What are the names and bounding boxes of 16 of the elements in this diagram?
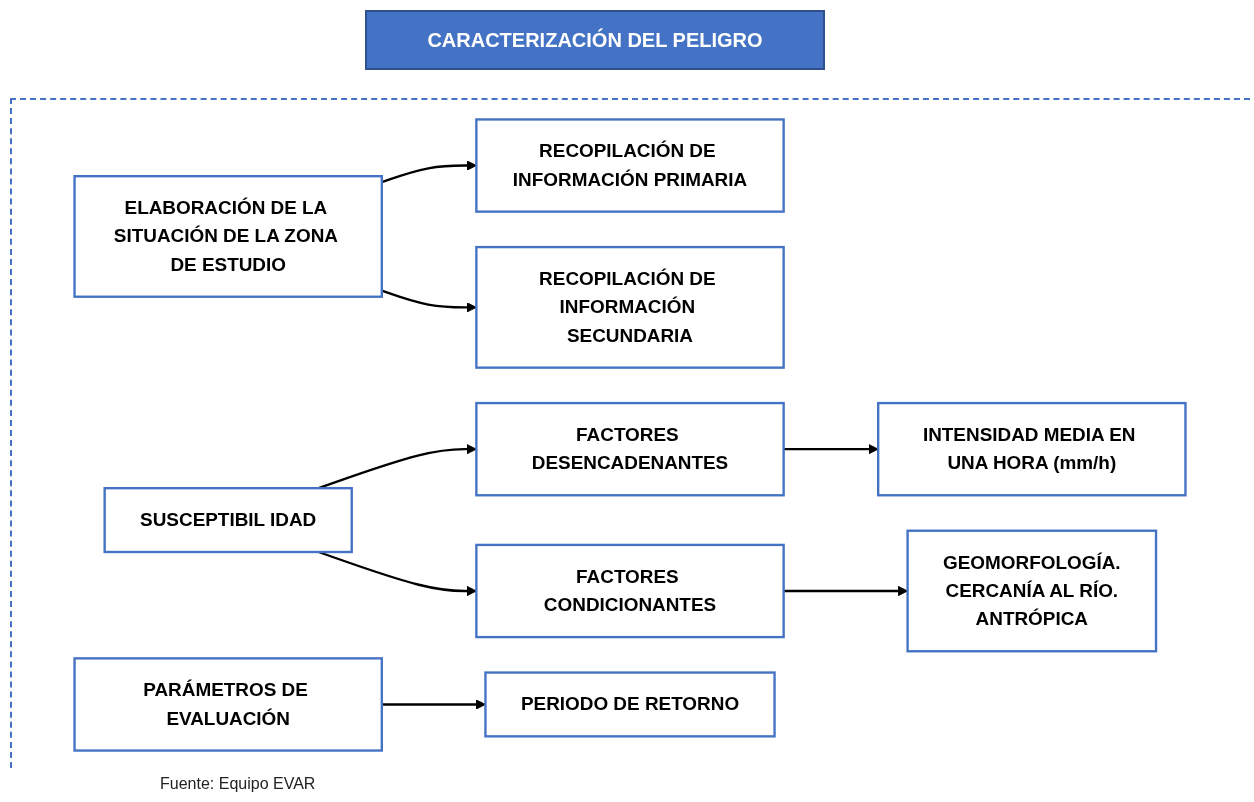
caption: Fuente: Equipo EVAR [160,775,316,793]
arrow [783,444,879,455]
node-box: ELABORACIÓN DE LA SITUACIÓN DE LA ZONA DE ESTUDIO [73,175,383,298]
node-box: PARÁMETROS DE EVALUACIÓN [73,657,383,752]
node-box: FACTORES CONDICIONANTES [475,543,785,639]
node-box: RECOPILACIÓN DE INFORMACIÓN PRIMARIA [475,118,785,213]
arrow [381,699,486,710]
node-box: PERIODO DE RETORNO [484,671,776,738]
node-box: FACTORES DESENCADENANTES [475,401,785,497]
arrow [381,289,477,313]
node-box: INTENSIDAD MEDIA EN UNA HORA (mm/h) [877,401,1187,497]
node-box: GEOMORFOLOGÍA. CERCANÍA AL RÍO. ANTRÓPICA [906,529,1158,653]
node-box: RECOPILACIÓN DE INFORMACIÓN SECUNDARIA [475,245,785,369]
arrow [381,160,477,184]
title-banner: CARACTERIZACIÓN DEL PELIGRO [365,10,825,70]
node-box: SUSCEPTIBIL IDAD [103,487,353,554]
